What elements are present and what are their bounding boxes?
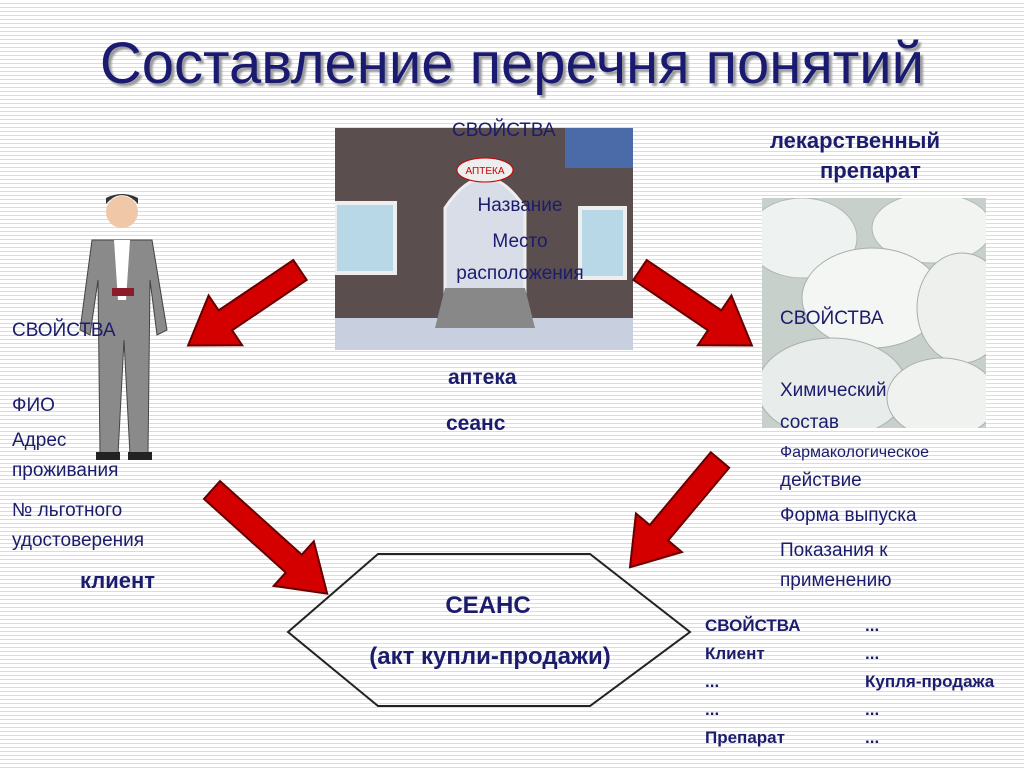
pharmacy-prop: Название bbox=[477, 195, 563, 216]
pharmacy-props-heading: СВОЙСТВА bbox=[452, 120, 556, 141]
arrow-icon bbox=[628, 450, 731, 569]
session-prop: ... bbox=[865, 700, 880, 719]
client-prop: удостоверения bbox=[12, 530, 145, 551]
client-prop: Адрес bbox=[12, 430, 67, 451]
drug-prop: действие bbox=[780, 470, 862, 491]
session-prop: ... bbox=[705, 700, 720, 719]
pills-image bbox=[762, 198, 986, 428]
pharmacy-prop: расположения bbox=[456, 263, 584, 284]
drug-prop: Форма выпуска bbox=[780, 505, 917, 526]
client-label: клиент bbox=[80, 568, 156, 593]
session-props: СВОЙСТВА Клиент ... ... Препарат bbox=[705, 612, 801, 752]
client-figure bbox=[79, 194, 168, 460]
session-subtitle: (акт купли-продажи) bbox=[369, 643, 611, 670]
session-title: СЕАНС bbox=[445, 592, 531, 619]
drug-prop: Фармакологическое bbox=[780, 444, 929, 461]
arrow-icon bbox=[186, 258, 309, 347]
pharmacy-label: аптека bbox=[448, 366, 517, 389]
pharmacy-prop: Место bbox=[492, 231, 548, 252]
pharmacy-sign: АПТЕКА bbox=[465, 166, 504, 177]
drug-prop: Химический bbox=[780, 380, 887, 401]
client-prop: проживания bbox=[12, 460, 119, 481]
session-prop: ... bbox=[705, 672, 720, 691]
session-small-label: сеанс bbox=[446, 412, 506, 435]
session-prop: ... bbox=[865, 616, 880, 635]
drug-props-heading: СВОЙСТВА bbox=[780, 308, 884, 329]
drug-label: лекарственный bbox=[770, 128, 940, 153]
session-prop: Купля-продажа bbox=[865, 672, 995, 691]
drug-prop: применению bbox=[780, 570, 892, 591]
drug-prop: Показания к bbox=[780, 540, 888, 561]
client-props-heading: СВОЙСТВА bbox=[12, 320, 116, 341]
session-prop: ... bbox=[865, 644, 880, 663]
arrow-icon bbox=[631, 258, 754, 347]
client-prop: № льготного bbox=[12, 500, 123, 521]
drug-prop: состав bbox=[780, 412, 839, 433]
session-props-2: ... ... Купля-продажа ... ... bbox=[865, 612, 994, 752]
drug-label: препарат bbox=[820, 158, 921, 183]
arrow-icon bbox=[202, 479, 329, 595]
page-title: Составление перечня понятий bbox=[99, 31, 925, 96]
session-prop: Препарат bbox=[705, 728, 785, 747]
session-prop: ... bbox=[865, 728, 880, 747]
session-props-heading: СВОЙСТВА bbox=[705, 616, 801, 635]
client-prop: ФИО bbox=[12, 395, 55, 416]
pharmacy-image: АПТЕКА bbox=[335, 128, 633, 350]
session-hexagon bbox=[286, 553, 692, 707]
session-prop: Клиент bbox=[705, 644, 765, 663]
